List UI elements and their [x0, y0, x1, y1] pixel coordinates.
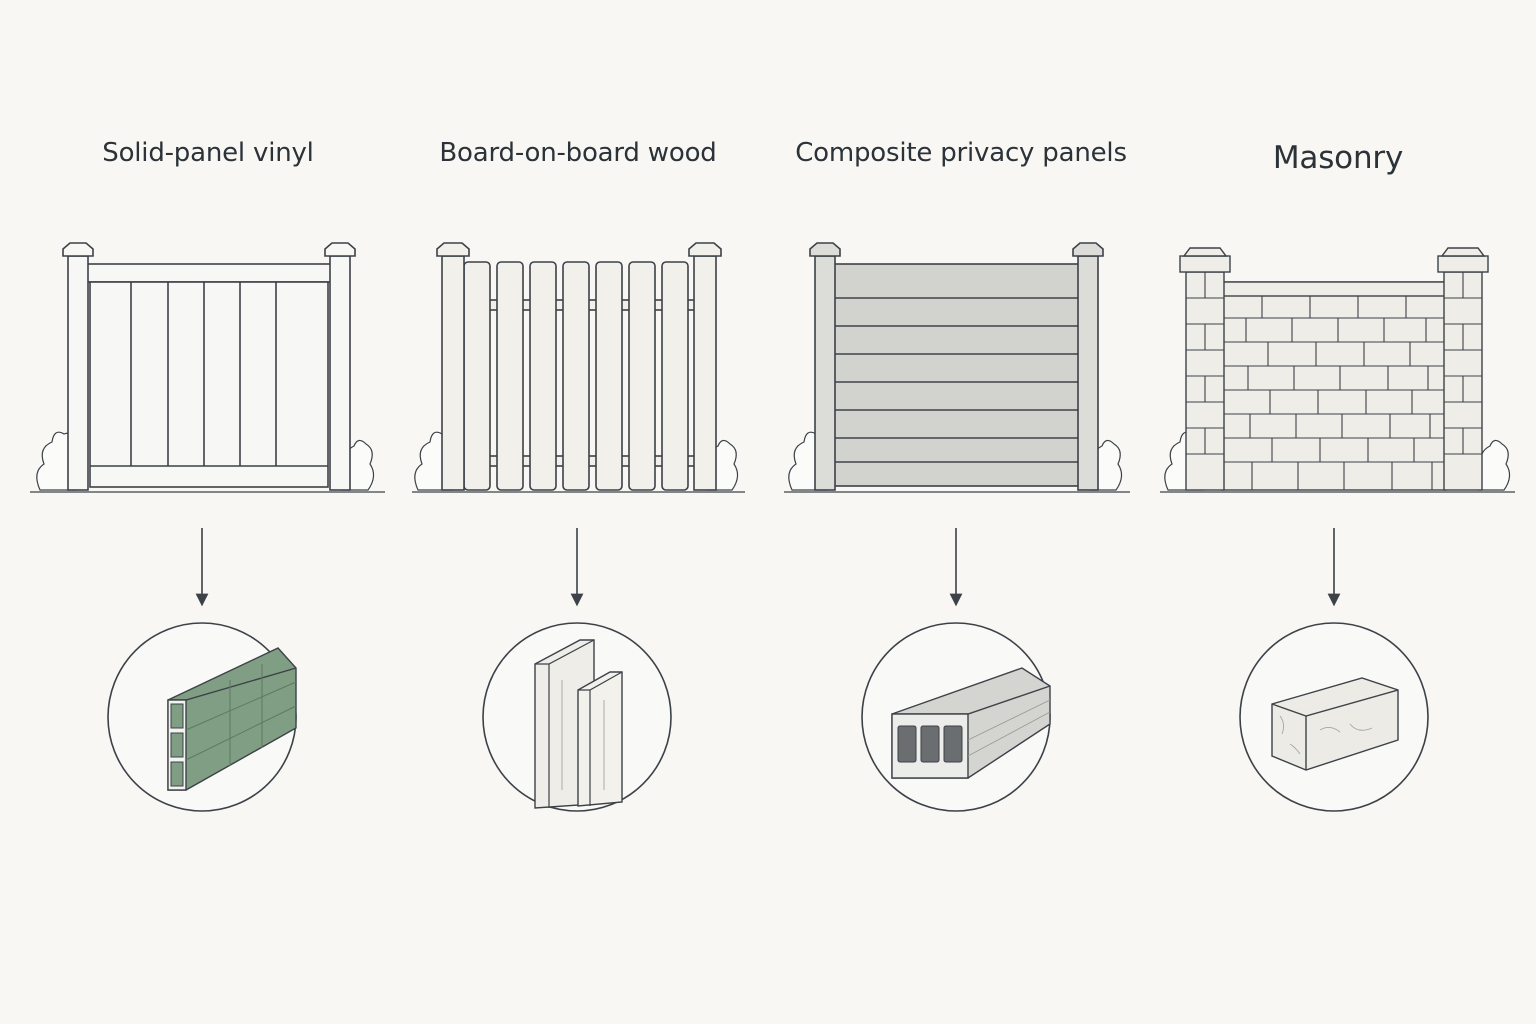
masonry-wall-illustration: [1160, 247, 1515, 493]
wood-profile-detail: [482, 622, 672, 812]
composite-heading: Composite privacy panels: [795, 138, 1127, 168]
composite-profile-detail: [861, 622, 1051, 812]
vinyl-fence-illustration: [30, 242, 385, 493]
vinyl-heading: Solid-panel vinyl: [102, 138, 314, 168]
wood-heading: Board-on-board wood: [439, 138, 717, 168]
masonry-block-detail: [1239, 622, 1429, 812]
wood-fence-illustration: [412, 242, 745, 493]
composite-fence-illustration: [784, 242, 1130, 493]
masonry-heading: Masonry: [1272, 140, 1404, 176]
vinyl-profile-detail: [107, 622, 297, 812]
